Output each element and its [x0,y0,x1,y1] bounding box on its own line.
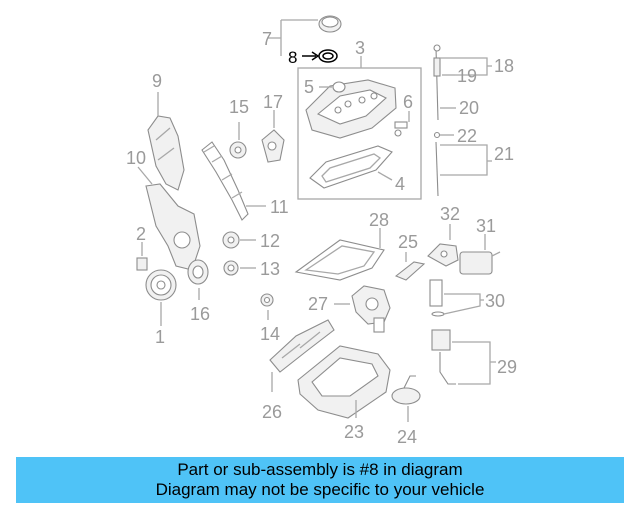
part-29-oil-pressure-sender [431,329,456,385]
part-23-oil-pan [297,345,391,419]
callout-24: 24 [397,427,417,447]
part-17-tensioner [261,129,285,163]
part-24-oil-pickup [391,375,421,405]
callout-32: 32 [440,204,460,224]
callout-23: 23 [344,422,364,442]
info-banner: Part or sub-assembly is #8 in diagram Di… [16,457,624,503]
callout-18: 18 [494,56,514,76]
part-4-valve-cover-gasket [309,145,393,189]
part-1-crankshaft-pulley [145,269,177,301]
callout-14: 14 [260,324,280,344]
callout-11: 11 [270,197,289,217]
parts-diagram: 7 8 3 5 6 4 18 19 20 22 [126,15,517,447]
callout-17: 17 [263,92,283,112]
part-10-lower-timing-cover [145,183,201,271]
callout-6: 6 [403,92,413,112]
callout-21: 21 [494,144,514,164]
callout-27: 27 [308,294,328,314]
callout-22: 22 [457,126,477,146]
callout-7: 7 [262,29,272,49]
part-15-tensioner-pulley [229,141,247,159]
part-12-idler-pulley [222,231,240,249]
callout-5: 5 [304,77,314,97]
part-31-oil-filter-housing [459,251,501,275]
part-25-baffle [394,261,426,281]
callout-2: 2 [136,224,146,244]
part-2-bolt [136,257,148,271]
callout-9: 9 [152,71,162,91]
banner-line-part: Part or sub-assembly is #8 in diagram [177,460,463,479]
callout-12: 12 [260,231,280,251]
callout-26: 26 [262,402,282,422]
callout-16: 16 [190,304,210,324]
part-5-cap-seal [332,81,346,93]
part-6-breather [394,121,408,137]
callout-20: 20 [459,98,479,118]
callout-8-highlighted: 8 [288,48,297,67]
callout-29: 29 [497,357,517,377]
part-30-oil-filter [429,279,445,317]
part-9-upper-timing-cover [147,115,185,191]
part-7-oil-filler-cap [318,15,342,33]
banner-line-disclaimer: Diagram may not be specific to your vehi… [155,480,485,499]
part-26-oil-pan-upper [269,319,335,373]
part-3-valve-cover [305,79,397,139]
part-8-seal-ring [318,49,338,63]
part-28-oil-pan-gasket [294,239,385,281]
part-11-timing-belt [201,141,249,221]
part-16-idler-gear [187,259,209,285]
part-13-idler-pulley [223,260,239,276]
callout-15: 15 [229,97,249,117]
callout-19: 19 [457,66,477,86]
callout-10: 10 [126,148,146,168]
callout-4: 4 [395,174,405,194]
part-32-oil-cooler-bracket [427,243,459,267]
part-14-bushing [260,293,274,307]
callout-30: 30 [485,291,505,311]
callout-25: 25 [398,232,418,252]
callout-13: 13 [260,259,280,279]
callout-3: 3 [355,38,365,58]
part-27-oil-pump [351,285,391,333]
part-dipstick-tube [433,44,441,197]
callout-1: 1 [155,327,165,347]
callout-31: 31 [476,216,496,236]
callout-28: 28 [369,210,389,230]
